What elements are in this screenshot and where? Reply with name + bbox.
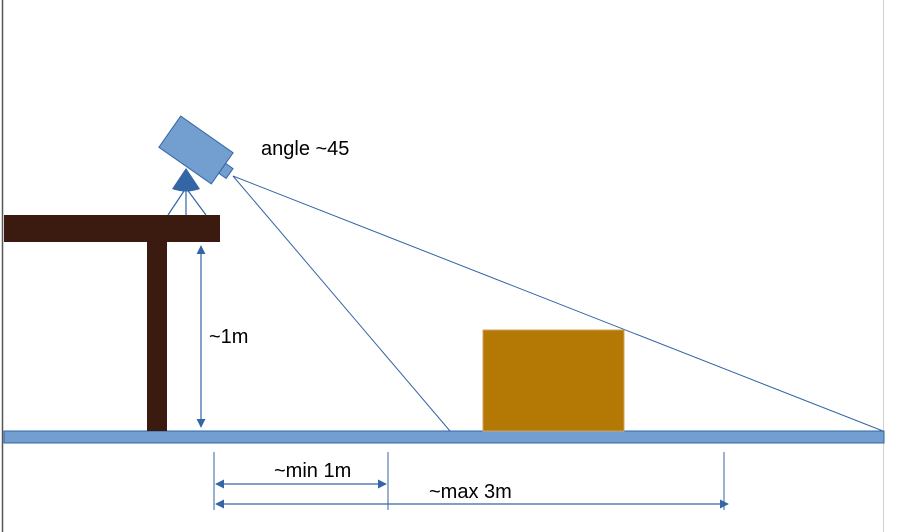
angle-label: angle ~45 bbox=[261, 138, 349, 160]
min-distance-label: ~min 1m bbox=[274, 460, 351, 482]
sight-line-near bbox=[232, 175, 451, 432]
sight-line-far bbox=[232, 175, 884, 432]
floor bbox=[3, 430, 885, 444]
table bbox=[4, 215, 220, 431]
camera-icon bbox=[158, 115, 234, 185]
tripod-icon bbox=[167, 168, 207, 216]
table-leg bbox=[147, 242, 167, 431]
height-label: ~1m bbox=[209, 326, 248, 348]
max-distance-label: ~max 3m bbox=[429, 481, 512, 503]
table-top bbox=[4, 215, 220, 242]
box bbox=[482, 329, 625, 432]
